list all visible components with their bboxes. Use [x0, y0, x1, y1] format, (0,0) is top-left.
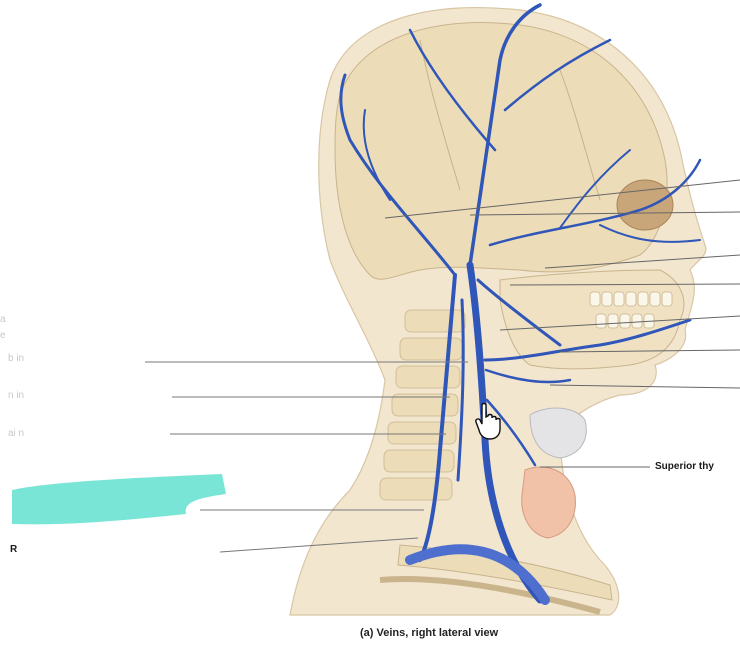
- veins: [339, 3, 702, 605]
- left-leader-lines: [145, 361, 468, 553]
- right-leader-lines: [384, 179, 740, 468]
- skull: [334, 22, 668, 280]
- thyroid-cartilage: [529, 407, 587, 459]
- first-rib: [379, 576, 601, 615]
- faded-label-a: a: [0, 314, 6, 325]
- faded-label-b: e: [0, 330, 6, 341]
- thyroid-gland: [521, 466, 576, 539]
- faded-label-f: R: [10, 544, 18, 555]
- hand-pointer-icon: [475, 402, 501, 440]
- faded-label-e: ai n: [8, 428, 25, 439]
- faded-label-d: n in: [8, 390, 25, 401]
- orbit: [616, 179, 674, 231]
- faded-label-c: b in: [8, 353, 25, 364]
- highlighter-mark: [12, 474, 226, 525]
- label-superior-thyroid: Superior thy: [655, 461, 714, 472]
- figure-caption: (a) Veins, right lateral view: [360, 627, 499, 639]
